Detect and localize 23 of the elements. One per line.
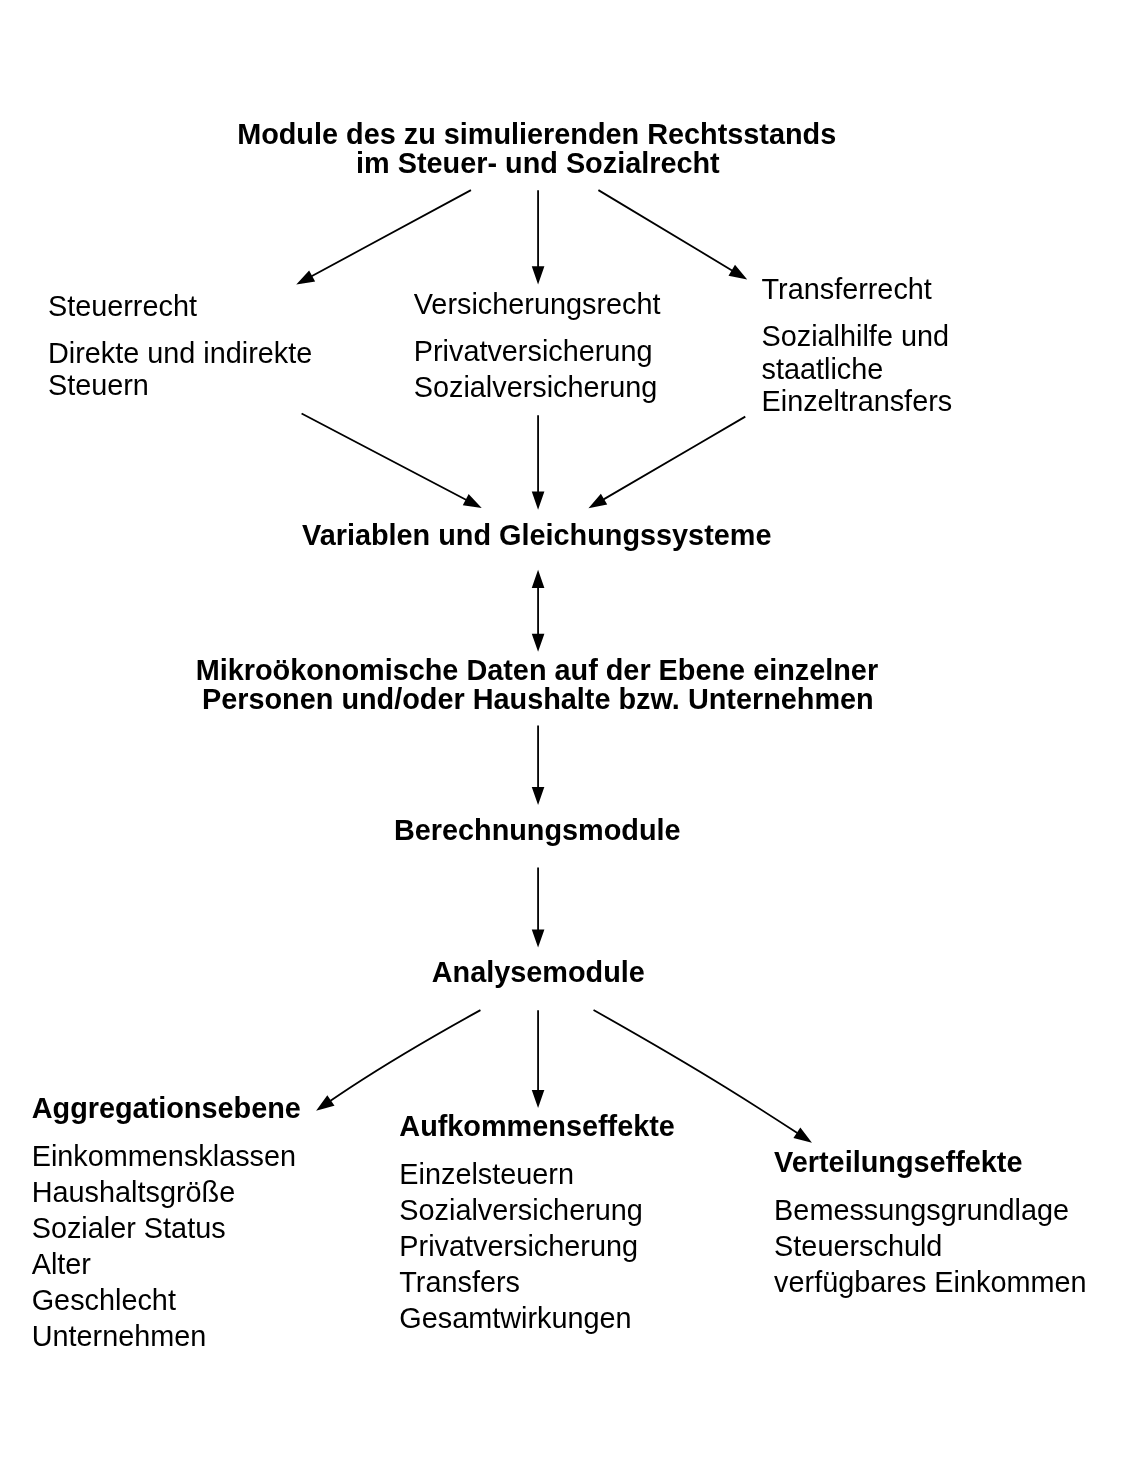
arrow bbox=[597, 189, 748, 280]
node-text: Aggregationsebene Einkommensklassen Haushaltsgröße Sozialer Status Alter Geschlecht Unternehmen bbox=[31, 1091, 301, 1353]
node-text: Steuerrecht Direkte und indirekte Steuern bbox=[47, 289, 313, 401]
node-text: Verteilungseffekte Bemessungsgrundlage Steuerschuld verfügbares Einkommen bbox=[774, 1145, 1087, 1299]
node-text: Mikroökonomische Daten auf der Ebene einzelner Personen und/oder Haushalte bzw. Unternehmen bbox=[195, 653, 879, 715]
node-text: Module des zu simulierenden Rechtsstands im Steuer- und Sozialrecht bbox=[237, 118, 837, 180]
node-text: Versicherungsrecht Privatversicherung Sozialversicherung bbox=[413, 287, 661, 403]
arrow bbox=[592, 1009, 812, 1143]
arrow bbox=[531, 866, 545, 948]
node-text: Transferrecht Sozialhilfe und staatliche Einzeltransfers bbox=[761, 273, 953, 418]
node-text: Aufkommenseffekte Einzelsteuern Sozialversicherung Privatversicherung Transfers Gesamtwirkungen bbox=[399, 1109, 675, 1335]
arrow bbox=[296, 189, 472, 285]
node-text: Berechnungsmodule bbox=[393, 814, 681, 847]
node-text: Variablen und Gleichungssysteme bbox=[302, 518, 772, 551]
arrow bbox=[531, 724, 545, 805]
node-text: Analysemodule bbox=[431, 956, 645, 989]
arrow bbox=[300, 412, 482, 509]
arrow bbox=[316, 1009, 482, 1111]
arrow bbox=[531, 189, 545, 285]
arrow bbox=[588, 415, 747, 509]
arrow bbox=[531, 1009, 545, 1108]
arrow bbox=[531, 414, 545, 510]
arrow bbox=[531, 569, 545, 652]
